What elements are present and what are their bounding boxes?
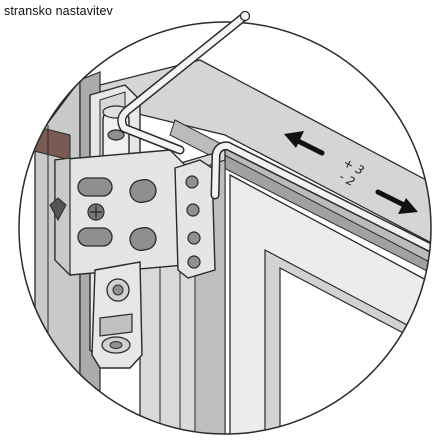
logo-badge-icon	[49, 197, 67, 222]
adjustment-minus-label: - 2	[337, 169, 358, 189]
arrow-right-down-icon	[375, 189, 418, 214]
bolt-body	[99, 313, 133, 337]
detail-circle-outline	[18, 21, 432, 435]
arrow-left-up-icon	[284, 131, 325, 156]
adjustment-slot	[77, 227, 113, 247]
bracket-hole	[187, 231, 201, 245]
sash-bracket	[174, 159, 216, 279]
caption-text: stransko nastavitev	[4, 4, 113, 18]
hinge-leaf	[54, 149, 186, 276]
adjustment-slot	[77, 177, 113, 197]
adjustment-arrows: + 3 - 2	[284, 131, 418, 214]
bracket-hole	[185, 175, 199, 189]
bracket-hole	[186, 203, 200, 217]
adjustment-slot	[129, 227, 157, 251]
allen-key-top	[117, 10, 251, 155]
adjustment-slot	[129, 179, 157, 203]
bracket-hole	[187, 255, 201, 269]
